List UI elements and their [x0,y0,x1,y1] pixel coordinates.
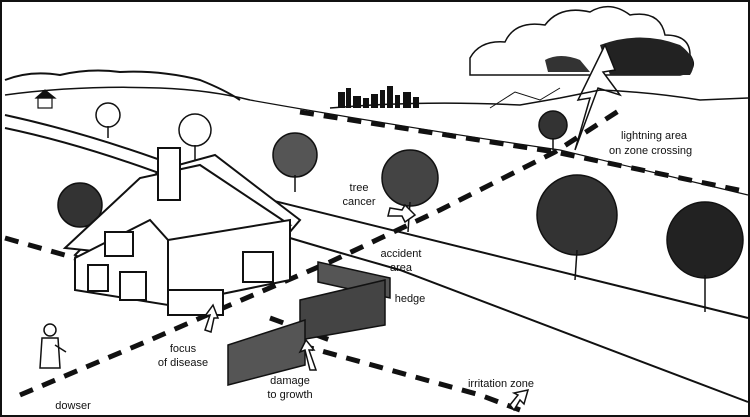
arrow-focus [203,303,220,333]
label-damage-line2: to growth [267,389,312,401]
house-window-upper [104,231,134,257]
pointer-arrows [203,203,530,412]
tree-cancer [381,149,439,233]
label-damage-line1: damage [270,375,310,387]
label-hedge: hedge [395,293,426,305]
storm-cloud [469,6,695,76]
labels: lightning area on zone crossing tree can… [55,130,692,412]
tree-right-large [536,174,618,281]
tree-behind-house [178,113,212,160]
label-tree-cancer-line2: cancer [342,196,375,208]
label-dowser: dowser [55,400,91,412]
house-window-right [119,271,147,301]
arrow-tree-cancer [387,203,417,224]
tree-left-dark [57,182,103,228]
house-side-wall [167,218,291,307]
trees [57,102,744,312]
house [62,147,302,316]
house-window-left [87,264,109,292]
label-lightning-line1: lightning area [621,130,688,142]
hedge [227,261,391,386]
tree-middle [272,132,318,192]
city-skyline [338,86,419,108]
label-tree-cancer-line1: tree [350,182,369,194]
arrow-irritation [509,389,530,412]
distant-barn [34,89,57,109]
label-lightning-line2: on zone crossing [609,145,692,157]
arrow-damage [298,338,318,371]
chimney [157,147,181,201]
dowser-figure [39,323,67,369]
label-accident-line2: area [390,262,413,274]
label-focus-line2: of disease [158,357,208,369]
label-focus-line1: focus [170,343,197,355]
tree-lightning [538,110,568,150]
house-window-side [242,251,274,283]
label-irritation-zone: irritation zone [468,378,534,390]
lightning-bolt [574,43,622,151]
label-accident-line1: accident [381,248,422,260]
tree-far-left [95,102,121,138]
tree-right-far [666,201,744,312]
